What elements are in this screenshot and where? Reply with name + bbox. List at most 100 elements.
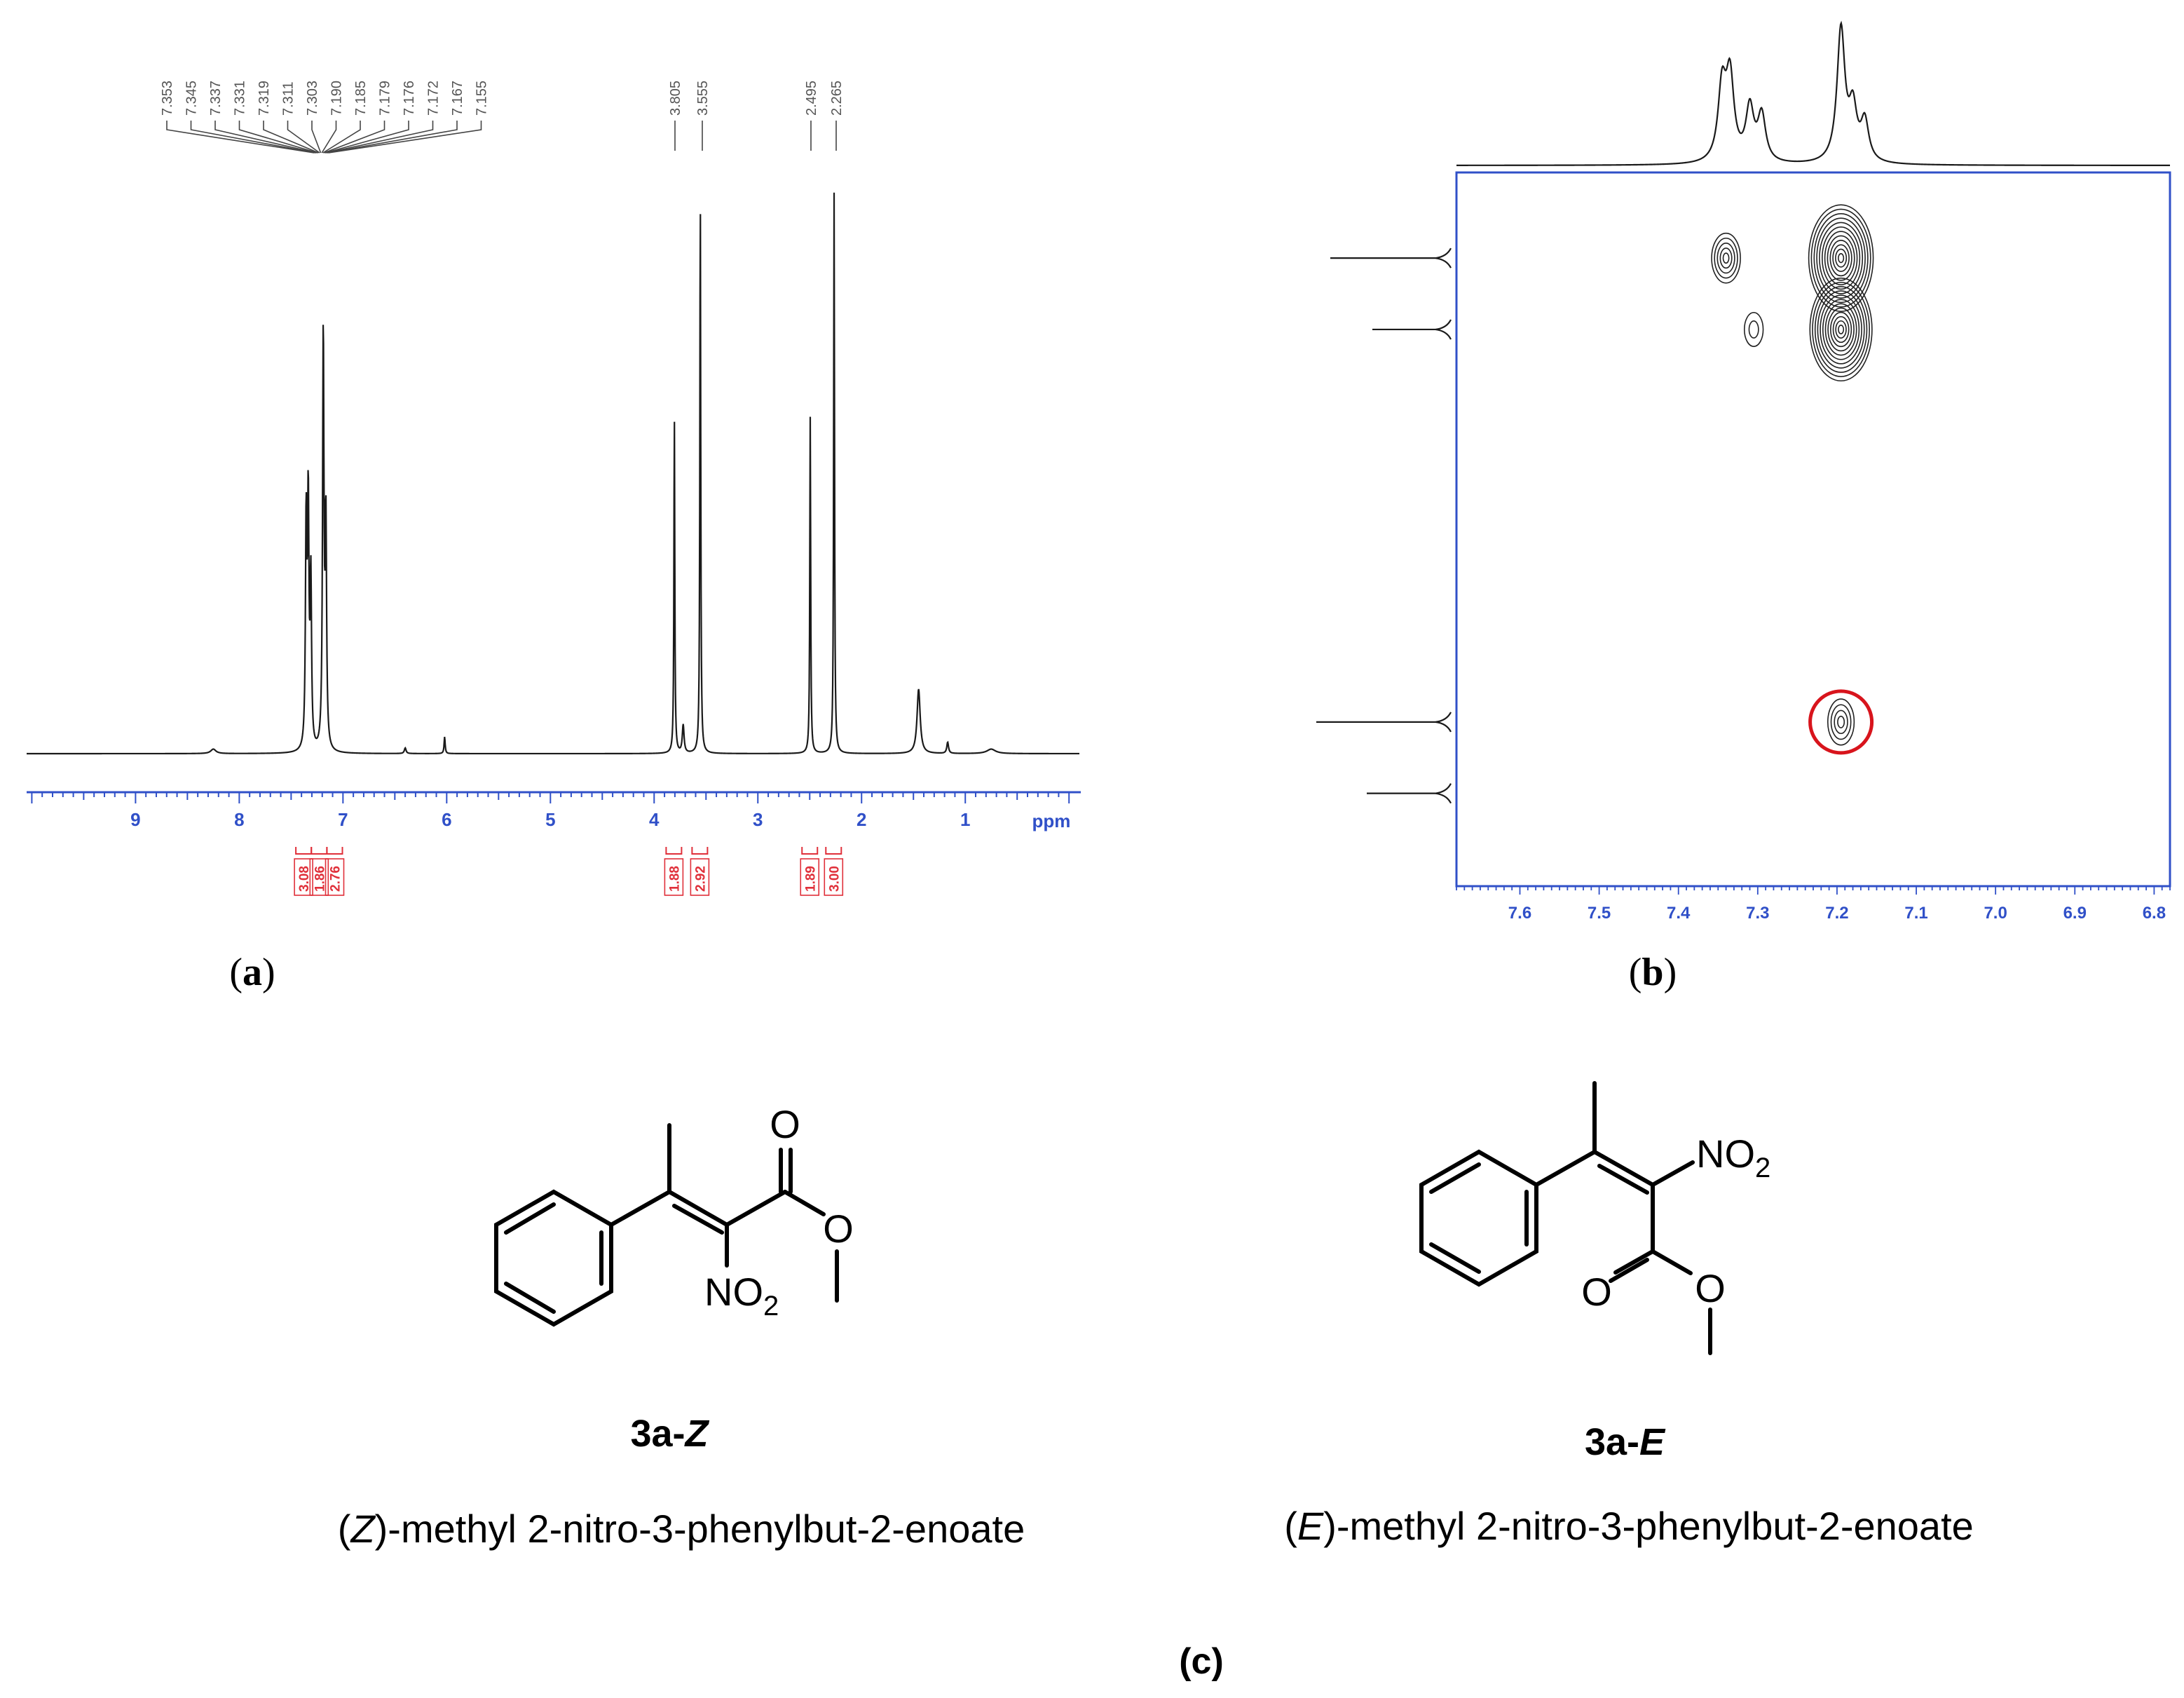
- spectrum-trace: [27, 192, 1079, 755]
- nitro-group: NO2: [1696, 1132, 1770, 1183]
- peak-label: 7.190: [329, 81, 345, 116]
- contour-ring: [1822, 299, 1860, 360]
- contour-ring: [1711, 232, 1741, 284]
- tick-label: 7.3: [1746, 904, 1769, 923]
- minor-ticks: [1456, 886, 2171, 895]
- structure-3a-z-atoms: O O NO2: [704, 1102, 854, 1322]
- tick-label: 5: [545, 809, 555, 830]
- contour-ring: [1714, 237, 1738, 279]
- integral-box: [309, 858, 329, 896]
- contour-ring: [1809, 277, 1873, 382]
- contour-ring: [1821, 226, 1861, 290]
- integral-box: [800, 858, 820, 896]
- integral-label: 1.89: [803, 866, 818, 892]
- contour-ring: [1829, 240, 1852, 277]
- contour-ring: [1743, 311, 1764, 347]
- tick-label: 1: [960, 809, 970, 830]
- peak-label: 7.179: [378, 81, 393, 116]
- tick-label: 6: [442, 809, 451, 830]
- peak-label: 7.345: [184, 81, 200, 116]
- tick-label: 7.5: [1588, 904, 1611, 923]
- contour-ring: [1813, 213, 1869, 304]
- peak-label: 7.311: [281, 81, 296, 116]
- contour-ring: [1832, 315, 1850, 344]
- f2-trace: [1372, 319, 1452, 340]
- leader-line: [190, 121, 315, 154]
- structure-3a-z: [494, 1123, 839, 1327]
- plot-frame: [1455, 171, 2171, 888]
- peak-label: 7.331: [233, 81, 248, 116]
- panel-label-b: (b): [1629, 951, 1677, 994]
- contour-ring: [1827, 698, 1855, 746]
- leader-line: [166, 121, 315, 154]
- peak-label: 3.555: [695, 81, 711, 116]
- leader-line: [214, 121, 317, 154]
- axis-unit-label: ppm: [1032, 810, 1071, 831]
- integral-label: 3.00: [827, 866, 842, 892]
- contour-ring: [1817, 290, 1865, 369]
- contour-ring: [1837, 715, 1845, 728]
- contour-ring: [1824, 231, 1858, 285]
- peak-label: 7.337: [208, 81, 224, 116]
- integral-box: [294, 858, 313, 896]
- integral-box: [824, 858, 844, 896]
- contour-ring: [1835, 248, 1848, 268]
- tick-label: 9: [130, 809, 140, 830]
- f2-trace: [1330, 247, 1452, 269]
- integral-box: [325, 858, 345, 896]
- tick-label: 6.8: [2143, 904, 2166, 923]
- integral-label: 2.76: [329, 866, 343, 892]
- nitro-group: NO2: [704, 1270, 779, 1322]
- contour-ring: [1812, 281, 1870, 377]
- leader-line: [325, 121, 409, 154]
- highlight-circle: [1808, 689, 1874, 755]
- ester-oxygen: O: [1695, 1266, 1726, 1310]
- peak-label: 7.176: [402, 81, 417, 116]
- leader-line: [311, 121, 322, 154]
- contour-ring: [1830, 704, 1852, 740]
- integral-bracket: [310, 847, 328, 855]
- tick-label: 2: [856, 809, 866, 830]
- integral-label: 2.92: [693, 866, 708, 892]
- integral-bracket: [825, 847, 842, 855]
- peak-label: 2.495: [804, 81, 819, 116]
- contour-ring: [1748, 320, 1759, 339]
- peak-label: 3.805: [668, 81, 683, 116]
- integral-bracket: [801, 847, 819, 855]
- peak-label: 7.155: [475, 81, 490, 116]
- contour-ring: [1827, 307, 1855, 352]
- integral-label: 1.86: [313, 866, 327, 892]
- integral-box: [690, 858, 710, 896]
- integral-label: 3.08: [297, 866, 312, 892]
- integral-bracket: [691, 847, 709, 855]
- f2-trace: [1316, 712, 1452, 733]
- leader-line: [328, 121, 482, 154]
- leader-line: [321, 121, 337, 154]
- leader-line: [327, 121, 458, 154]
- contour-ring: [1816, 217, 1866, 299]
- leader-line: [263, 121, 319, 154]
- leader-line: [238, 121, 318, 154]
- peak-label: 7.172: [426, 81, 442, 116]
- tick-label: 8: [234, 809, 244, 830]
- integral-bracket: [326, 847, 343, 855]
- carbonyl-oxygen: O: [770, 1102, 800, 1146]
- tick-label: 7.6: [1508, 904, 1531, 923]
- tick-label: 7.1: [1904, 904, 1927, 923]
- contour-ring: [1832, 244, 1850, 272]
- tick-label: 6.9: [2063, 904, 2087, 923]
- contour-ring: [1835, 320, 1847, 339]
- contour-ring: [1722, 252, 1730, 264]
- contour-ring: [1819, 222, 1864, 294]
- contour-ring: [1834, 709, 1848, 735]
- contour-ring: [1837, 253, 1845, 264]
- tick-label: 7.4: [1667, 904, 1691, 923]
- peak-label: 7.167: [450, 81, 465, 116]
- structure-3a-e-atoms: NO2 O O: [1581, 1132, 1770, 1314]
- integral-label: 1.88: [667, 866, 682, 892]
- f1-projection-trace: [1456, 20, 2170, 166]
